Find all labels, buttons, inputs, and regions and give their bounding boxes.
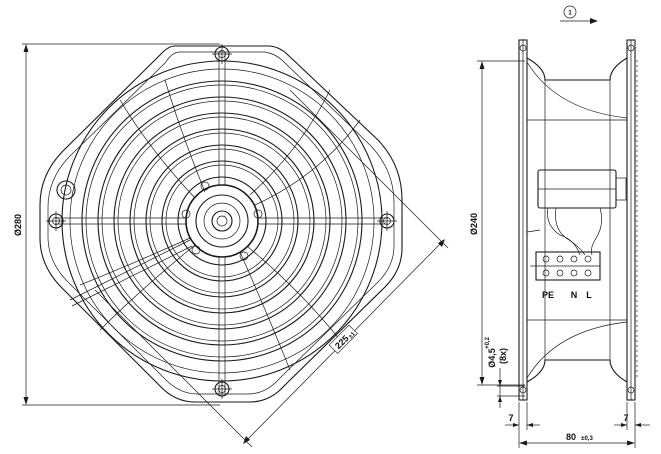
hole-tolerance-label: +0,2: [485, 336, 491, 349]
dimension-mounting-hole: Ø4,5 +0,2 (8x): [485, 336, 525, 408]
side-right-flange: [626, 39, 638, 401]
mounting-hole-bottom: [212, 379, 232, 399]
dimension-flange-thickness: 7 7: [505, 402, 650, 448]
front-view: Ø280: [13, 43, 449, 448]
outer-diameter-label: Ø280: [13, 214, 23, 236]
hole-count-label: (8x): [498, 348, 508, 364]
depth-value-label: 80: [566, 432, 576, 442]
depth-tolerance-label: ±0,3: [581, 436, 593, 442]
mounting-hole-right: [377, 211, 397, 231]
dimension-side-height: Ø240: [469, 60, 525, 386]
flange-right-label: 7: [623, 413, 628, 423]
side-height-label: Ø240: [469, 213, 479, 235]
cable-gland: [56, 180, 76, 200]
hole-diameter-label: Ø4,5: [487, 348, 497, 368]
motor-hub: [185, 184, 259, 258]
wiring: [526, 207, 602, 256]
guard-grill-rings: [81, 80, 363, 362]
venturi-ring-inner: [69, 68, 375, 374]
hub-mount-bolts: [181, 181, 263, 261]
terminal-block: PE N L: [530, 251, 601, 300]
view-direction-marker: 1: [560, 5, 598, 24]
side-view: 1 Ø240 Ø4,5 +0,2 (8x): [469, 5, 650, 448]
fan-housing-outline: [39, 45, 403, 403]
dimension-outer-diameter: Ø280: [13, 43, 220, 406]
terminal-n-label: N: [571, 290, 578, 300]
diagonal-tolerance-label: ±1: [348, 331, 357, 340]
side-left-flange: [518, 39, 528, 401]
flange-left-label: 7: [508, 413, 513, 423]
dimension-depth: 80 ±0,3: [519, 432, 635, 446]
terminal-l-label: L: [586, 290, 592, 300]
guard-struts: [55, 52, 388, 394]
impeller-blades: [79, 79, 361, 371]
side-housing-body: [526, 57, 628, 383]
terminal-pe-label: PE: [542, 290, 554, 300]
dimension-diagonal: 225 ±1: [94, 89, 449, 448]
motor-capacitor: [537, 169, 627, 209]
fan-housing-inner: [47, 51, 395, 395]
mounting-hole-left: [46, 211, 66, 231]
mounting-hole-top: [212, 44, 232, 64]
view-marker-number: 1: [568, 11, 572, 17]
